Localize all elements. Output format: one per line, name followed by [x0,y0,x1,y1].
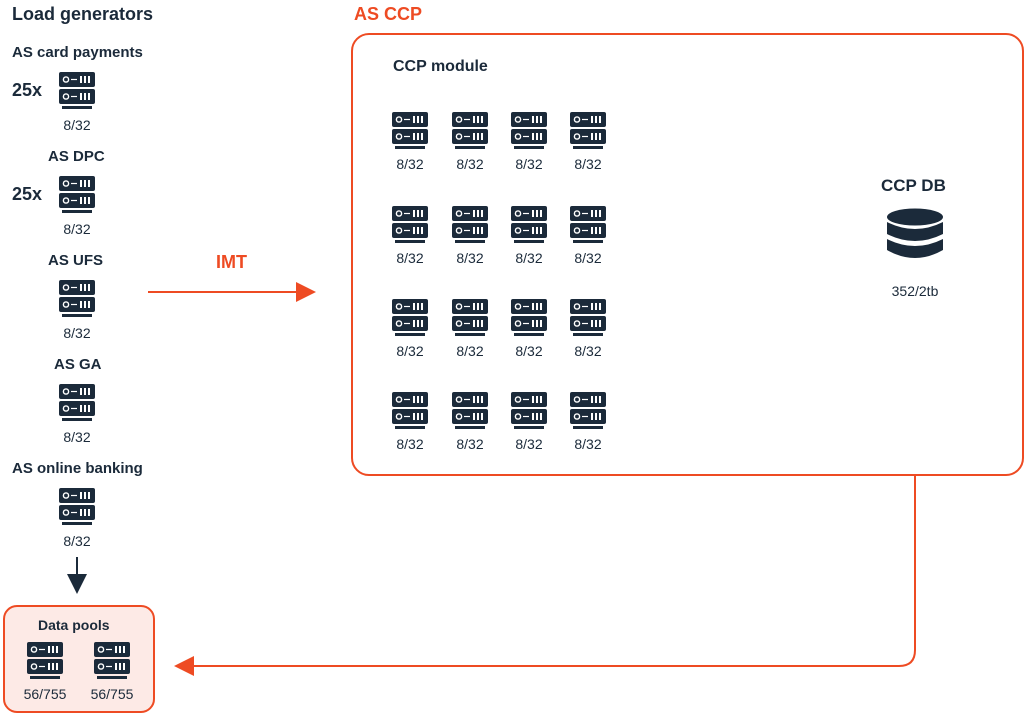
server-icon [511,392,547,430]
server-spec: 8/32 [574,156,602,172]
server-spec: 8/32 [515,250,543,266]
database-icon [887,208,943,258]
ccp-module-server: 8/32 [558,392,618,456]
server-icon [511,299,547,337]
lg-label-online-banking: AS online banking [12,460,143,477]
lg-spec-dpc: 8/32 [63,221,91,237]
ccp-module-server: 8/32 [440,299,500,363]
server-icon [452,206,488,244]
ccp-module-title: CCP module [393,58,488,75]
ccp-module-server: 8/32 [380,112,440,176]
data-pools-container [3,605,155,713]
server-spec: 8/32 [396,343,424,359]
server-spec: 8/32 [574,250,602,266]
ccp-module-server: 8/32 [380,206,440,270]
load-generators-title: Load generators [12,4,154,24]
ccp-module-server: 8/32 [499,299,559,363]
lg-label-ga: AS GA [54,356,102,373]
server-icon [94,642,130,680]
lg-spec-card-payments: 8/32 [63,117,91,133]
server-icon [59,72,95,110]
server-icon [59,280,95,318]
data-pool-spec: 56/755 [90,686,134,702]
server-icon [452,112,488,150]
db-to-pools-arrow [174,324,916,676]
ccp-module-server: 8/32 [440,112,500,176]
lg-spec-ufs: 8/32 [63,325,91,341]
ccp-module-server: 8/32 [440,392,500,456]
server-icon [392,299,428,337]
server-spec: 8/32 [515,156,543,172]
server-icon [59,384,95,422]
server-spec: 8/32 [456,250,484,266]
lg-spec-online-banking: 8/32 [63,533,91,549]
data-pools-title: Data pools [38,617,110,633]
server-icon [570,206,606,244]
ccp-module-server: 8/32 [499,392,559,456]
server-icon [59,488,95,526]
server-spec: 8/32 [396,436,424,452]
server-spec: 8/32 [574,436,602,452]
lg-label-card-payments: AS card payments [12,44,143,61]
server-spec: 8/32 [574,343,602,359]
server-spec: 8/32 [396,250,424,266]
server-icon [570,112,606,150]
ccp-module-server: 8/32 [499,206,559,270]
server-icon [59,176,95,214]
server-icon [392,206,428,244]
server-icon [27,642,63,680]
ccp-db-title: CCP DB [881,176,946,195]
server-icon [511,112,547,150]
ccp-module-server: 8/32 [440,206,500,270]
server-icon [570,392,606,430]
lg-multiplier-dpc: 25x [12,184,43,204]
ccp-module-server: 8/32 [558,299,618,363]
server-spec: 8/32 [396,156,424,172]
data-pool-spec: 56/755 [23,686,67,702]
server-icon [392,392,428,430]
lg-multiplier-card-payments: 25x [12,80,43,100]
server-spec: 8/32 [515,436,543,452]
ccp-db-spec: 352/2tb [891,283,939,299]
ccp-module-server: 8/32 [380,299,440,363]
server-icon [452,392,488,430]
lg-label-dpc: AS DPC [48,148,105,165]
lg-spec-ga: 8/32 [63,429,91,445]
server-spec: 8/32 [456,436,484,452]
server-icon [511,206,547,244]
as-ccp-title: AS CCP [354,4,423,24]
imt-label: IMT [216,252,247,272]
server-spec: 8/32 [456,156,484,172]
ccp-module-server: 8/32 [380,392,440,456]
ccp-module-server: 8/32 [499,112,559,176]
ccp-module-server: 8/32 [558,206,618,270]
server-spec: 8/32 [515,343,543,359]
server-icon [392,112,428,150]
server-icon [570,299,606,337]
server-icon [452,299,488,337]
server-spec: 8/32 [456,343,484,359]
lg-label-ufs: AS UFS [48,252,104,269]
ccp-module-server: 8/32 [558,112,618,176]
